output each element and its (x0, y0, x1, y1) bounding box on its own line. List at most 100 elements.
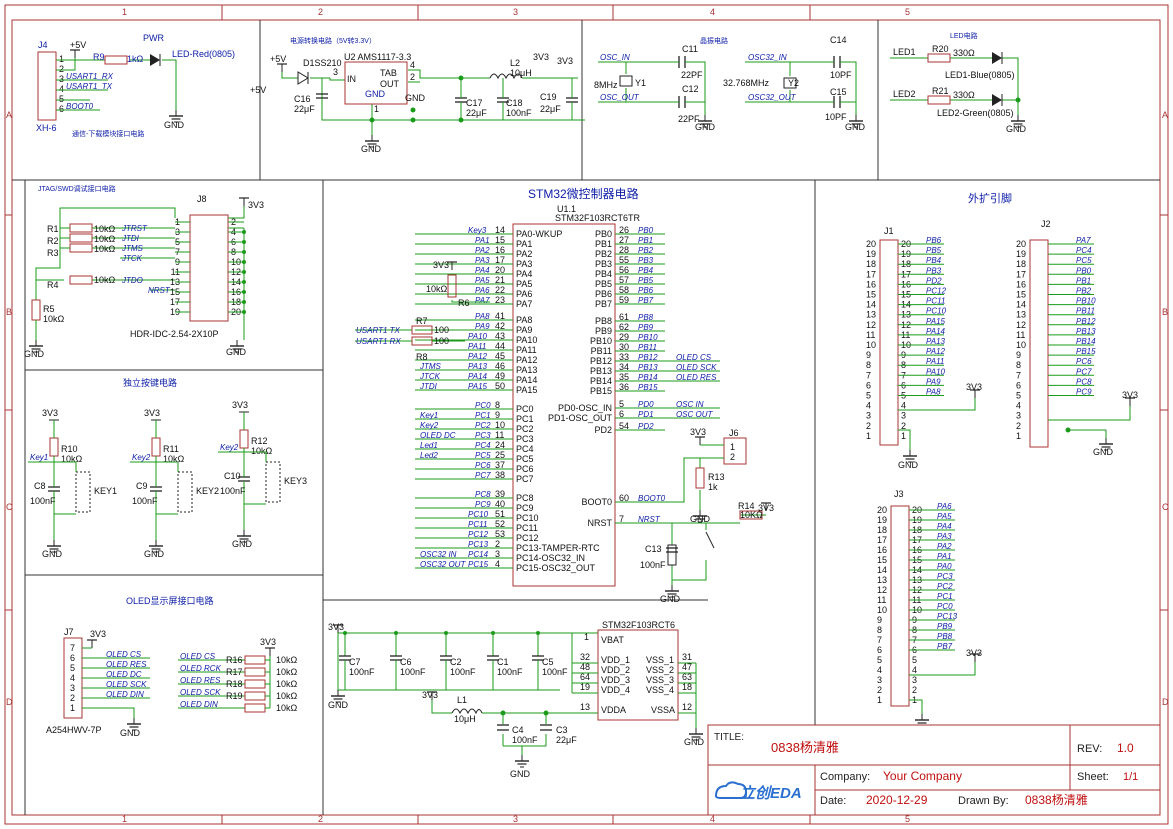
svg-text:JTRST: JTRST (121, 224, 148, 233)
title-block: TITLE: 0838杨清雅 REV: 1.0 Company: Your Co… (707, 724, 1161, 816)
date-value: 2020-12-29 (866, 793, 928, 807)
svg-text:22μF: 22μF (540, 104, 561, 114)
mcu-net-label: PB4 (638, 266, 654, 275)
mcu-net-label: PA12 (468, 352, 488, 361)
header-pin-number: 15 (866, 290, 876, 300)
svg-text:2: 2 (410, 72, 415, 82)
mcu-pin-name: PC11 (516, 523, 538, 533)
header-net-label: PB6 (926, 236, 942, 245)
svg-text:10kΩ: 10kΩ (276, 703, 298, 713)
mcu-pin-number: 50 (495, 381, 505, 391)
ref-label: J4 (38, 40, 48, 50)
sheet-label: Sheet: (1077, 771, 1109, 783)
drawn-by-value: 0838杨清雅 (1025, 792, 1088, 807)
mcu-pin-number: 52 (495, 519, 505, 529)
svg-text:100nF: 100nF (640, 560, 666, 570)
svg-text:STM32F103RCT6: STM32F103RCT6 (602, 620, 675, 630)
svg-text:2: 2 (59, 64, 64, 74)
header-pin-number: 5 (1016, 391, 1021, 401)
svg-text:VSS_3: VSS_3 (646, 675, 674, 685)
section-title-download: 通信-下载模块接口电路 (72, 129, 144, 138)
section-title-mcu: STM32微控制器电路 (528, 186, 639, 201)
decap-ref: C1 (497, 657, 509, 667)
decap-ref: C7 (349, 657, 361, 667)
mcu-net-alias: Led2 (420, 451, 438, 460)
mcu-pin-number: 61 (619, 312, 629, 322)
mcu-pin-number: 57 (619, 275, 629, 285)
mcu-net-label: PB11 (638, 343, 657, 352)
header-pin-number: 1 (877, 695, 882, 705)
svg-text:D1SS210: D1SS210 (303, 58, 342, 68)
mcu-net-label: PB15 (638, 383, 658, 392)
mcu-pin-number: 24 (495, 440, 505, 450)
header-net-label: PB5 (926, 246, 942, 255)
header-net-label: PB11 (1076, 307, 1095, 316)
header-pin-number: 2 (877, 685, 882, 695)
svg-text:GND: GND (695, 122, 716, 132)
svg-text:GND: GND (845, 122, 866, 132)
header-net-label: PC8 (1076, 377, 1092, 386)
key-label: KEY1 (94, 486, 117, 496)
svg-text:OSC32_IN: OSC32_IN (748, 53, 787, 62)
header-net-label: PC9 (1076, 388, 1092, 397)
outer-frame (4, 4, 1169, 825)
rev-label: REV: (1077, 743, 1102, 755)
svg-text:100nF: 100nF (512, 735, 538, 745)
mcu-pin-number: 2 (495, 539, 500, 549)
svg-text:J3: J3 (894, 489, 904, 499)
svg-text:100: 100 (434, 325, 449, 335)
header-pin-number: 16 (877, 545, 887, 555)
svg-text:3V3: 3V3 (533, 52, 549, 62)
mcu-net-label: PB1 (638, 236, 653, 245)
mcu-net-label: PA6 (475, 286, 490, 295)
mcu-net-alias: OSC32 OUT (420, 560, 466, 569)
decap-value: 100nF (400, 667, 426, 677)
mcu-pin-name: PA0-WKUP (516, 229, 562, 239)
mcu-pin-number: 22 (495, 285, 505, 295)
mcu-pin-name: PC10 (516, 513, 539, 523)
header-pin-number: 20 (866, 239, 876, 249)
mcu-pin-name: PC0 (516, 404, 534, 414)
header-pin-number: 13 (866, 310, 876, 320)
header-pin-number: 17 (877, 535, 887, 545)
svg-text:R18: R18 (226, 679, 243, 689)
mcu-net-label: PA13 (468, 362, 488, 371)
svg-text:3V3: 3V3 (966, 382, 982, 392)
svg-text:LED1-Blue(0805): LED1-Blue(0805) (945, 70, 1015, 80)
svg-text:C19: C19 (540, 92, 557, 102)
decap-ref: C6 (400, 657, 412, 667)
svg-text:OSC32_OUT: OSC32_OUT (748, 93, 797, 102)
mcu-net-label: PB10 (638, 333, 658, 342)
header-pin-number: 2 (866, 421, 871, 431)
row-label: B (1162, 307, 1168, 317)
svg-text:10kΩ: 10kΩ (61, 454, 83, 464)
col-label: 5 (905, 7, 910, 17)
header-pin-number: 11 (866, 330, 875, 340)
svg-text:32.768MHz: 32.768MHz (723, 78, 770, 88)
mcu-pin-name: PC5 (516, 454, 534, 464)
mcu-net-label: PB13 (638, 363, 658, 372)
mcu-pin-name: PB6 (595, 289, 612, 299)
svg-text:VDD_4: VDD_4 (601, 685, 630, 695)
header-net-label: PA11 (926, 357, 944, 366)
row-label: A (1162, 110, 1168, 120)
col-label: 2 (318, 814, 323, 824)
mcu-net-label: PD2 (638, 422, 654, 431)
mcu-pin-name: PA11 (516, 345, 537, 355)
svg-text:3V3: 3V3 (422, 690, 438, 700)
mcu-net-label: PB7 (638, 296, 654, 305)
mcu-pin-number: 35 (619, 372, 629, 382)
svg-text:32: 32 (580, 652, 590, 662)
svg-text:10kΩ: 10kΩ (276, 667, 298, 677)
svg-text:3V3: 3V3 (328, 622, 344, 632)
svg-text:4: 4 (59, 84, 64, 94)
oled-pin-number: 4 (70, 673, 75, 683)
svg-text:J1: J1 (884, 226, 894, 236)
header-pin-number: 1 (901, 431, 906, 441)
oled-pin-number: 2 (70, 693, 75, 703)
mcu-pin-name: PC8 (516, 493, 534, 503)
mcu-pin-number: 60 (619, 493, 629, 503)
power-regulator: +5V +5V D1SS210 U2 AMS1117-3.3 IN TAB OU… (250, 52, 585, 154)
svg-text:1: 1 (730, 442, 735, 452)
